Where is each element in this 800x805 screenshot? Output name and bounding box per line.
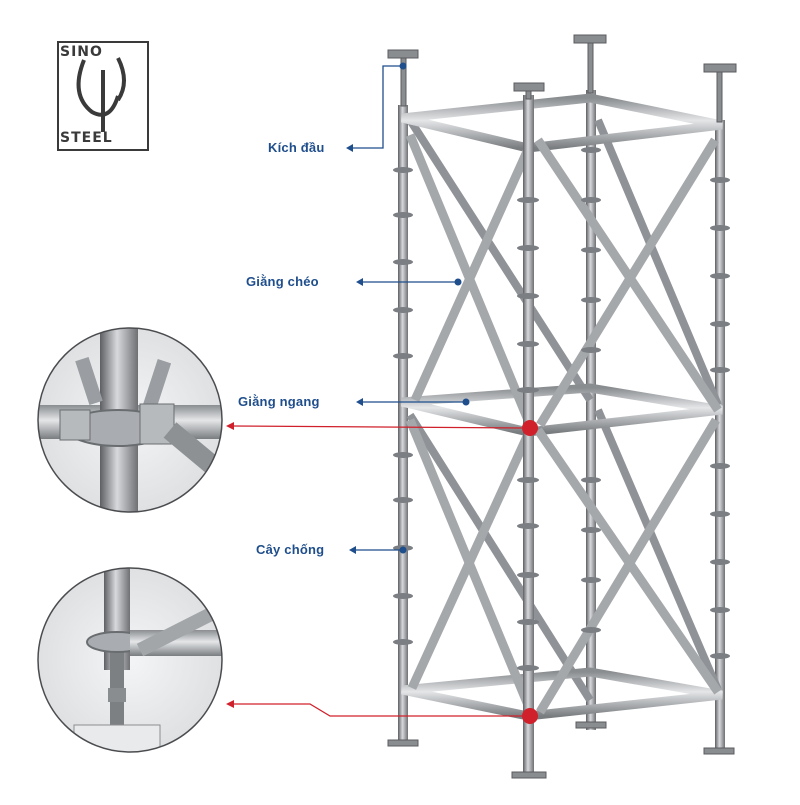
brand-logo (57, 41, 149, 151)
pointer-kich-dau (352, 65, 403, 149)
scaffold-tower (387, 34, 737, 779)
label-giang-cheo: Giằng chéo (246, 274, 319, 289)
rosette-rings (393, 147, 730, 671)
joint-marker-middle (522, 420, 538, 436)
detail-base (38, 568, 222, 752)
pointer-red-middle (231, 425, 523, 429)
logo-text-top: SINO (60, 44, 103, 60)
u-head-jacks (387, 34, 737, 123)
label-giang-ngang: Giằng ngang (238, 394, 320, 409)
base-jacks (387, 721, 735, 779)
logo-text-bottom: STEEL (60, 130, 113, 146)
back-post-right (715, 120, 725, 750)
label-cay-chong: Cây chống (256, 542, 325, 557)
joint-marker-bottom (522, 708, 538, 724)
detail-coupler (38, 328, 222, 512)
pointer-lines (226, 62, 523, 717)
pointer-red-bottom (232, 703, 522, 717)
back-post-center (586, 90, 596, 730)
back-post-left (398, 105, 408, 745)
label-kich-dau: Kích đầu (268, 140, 325, 155)
